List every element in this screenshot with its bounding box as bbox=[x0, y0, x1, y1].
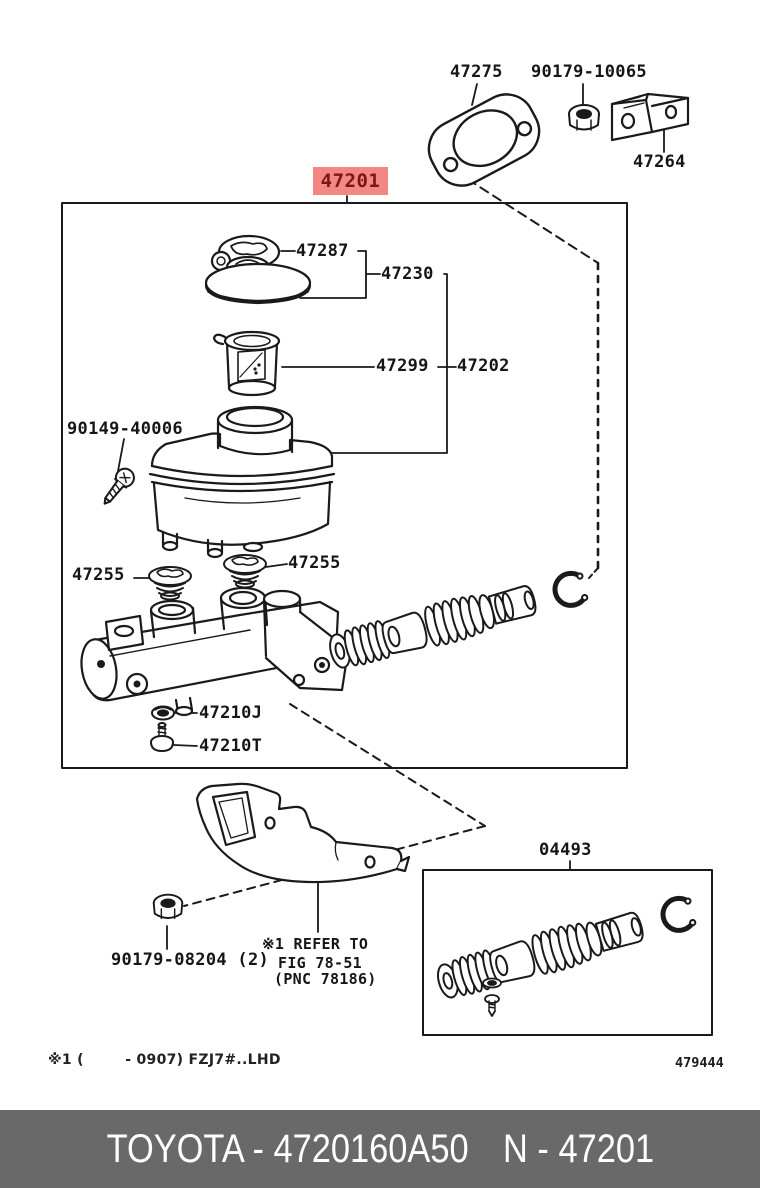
grommet-left-drawing bbox=[148, 566, 192, 601]
brand-part-number: TOYOTA - 4720160A50 bbox=[106, 1126, 469, 1171]
mounting-bracket-drawing bbox=[195, 782, 411, 884]
drawing-number: 479444 bbox=[675, 1055, 724, 1071]
part-label-90149-40006[interactable]: 90149-40006 bbox=[67, 419, 183, 439]
leader-lines bbox=[117, 83, 665, 950]
clamp-bracket-drawing bbox=[610, 92, 690, 142]
washer-drawing bbox=[151, 705, 175, 721]
refer-note-line2: FIG 78-51 bbox=[278, 954, 362, 972]
main-assembly-box bbox=[61, 202, 628, 769]
part-label-47264[interactable]: 47264 bbox=[633, 152, 686, 172]
kit-screw-drawing bbox=[484, 994, 500, 1017]
kit-snap-ring-drawing bbox=[660, 896, 696, 933]
reservoir-tank-drawing bbox=[148, 405, 336, 559]
part-label-47202[interactable]: 47202 bbox=[457, 356, 510, 376]
repair-kit-box bbox=[422, 869, 713, 1036]
part-label-47299[interactable]: 47299 bbox=[376, 356, 429, 376]
refer-note-line1: ※1 REFER TO bbox=[262, 935, 369, 953]
part-label-47230[interactable]: 47230 bbox=[381, 264, 434, 284]
reservoir-cap-drawing bbox=[204, 255, 312, 305]
snap-ring-drawing bbox=[552, 571, 588, 608]
part-label-47287[interactable]: 47287 bbox=[296, 241, 349, 261]
part-label-47255-left[interactable]: 47255 bbox=[72, 565, 125, 585]
cylinder-screw-drawing bbox=[150, 722, 174, 752]
part-label-90179-08204[interactable]: 90179-08204 (2) bbox=[111, 950, 270, 970]
part-label-47201-selected[interactable]: 47201 bbox=[313, 167, 388, 195]
kit-washer-drawing bbox=[482, 977, 502, 989]
figure-reference: N - 47201 bbox=[502, 1126, 654, 1171]
gasket-drawing bbox=[427, 93, 541, 187]
master-cylinder-drawing bbox=[80, 586, 348, 717]
kit-piston-assembly-drawing bbox=[432, 904, 648, 1005]
grommet-right-drawing bbox=[223, 554, 267, 589]
footer-title-bar: TOYOTA - 4720160A50 N - 47201 bbox=[0, 1110, 760, 1188]
part-label-47275[interactable]: 47275 bbox=[450, 62, 503, 82]
nut-drawing-top bbox=[568, 104, 600, 131]
applicability-footnote: ※1 ( - 0907) FZJ7#..LHD bbox=[48, 1052, 281, 1068]
part-label-47210T[interactable]: 47210T bbox=[199, 736, 263, 756]
strainer-drawing bbox=[212, 330, 281, 397]
piston-assembly-drawing bbox=[324, 577, 541, 675]
part-label-47255-right[interactable]: 47255 bbox=[288, 553, 341, 573]
bracket-nut-drawing bbox=[152, 893, 184, 920]
part-label-47210J[interactable]: 47210J bbox=[199, 703, 263, 723]
refer-note-line3: (PNC 78186) bbox=[274, 970, 377, 988]
part-label-04493[interactable]: 04493 bbox=[539, 840, 592, 860]
reservoir-screw-drawing bbox=[103, 467, 135, 505]
footer-title-text: TOYOTA - 4720160A50 N - 47201 bbox=[106, 1127, 654, 1172]
part-label-90179-10065[interactable]: 90179-10065 bbox=[531, 62, 647, 82]
